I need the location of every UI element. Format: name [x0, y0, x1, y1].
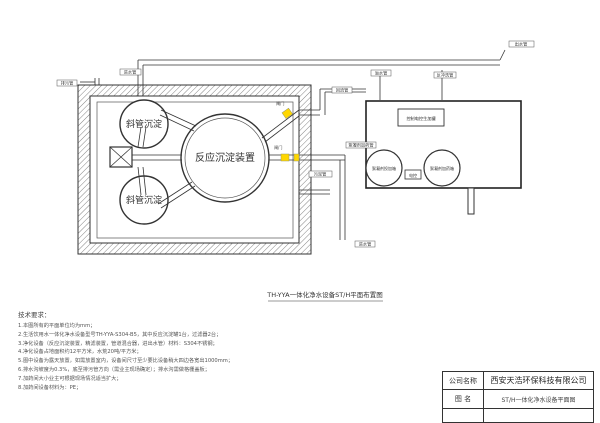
title-block-drawing-row: 图 名 ST/H一体化净水设备平面图 [443, 390, 593, 409]
label-sludge: 污泥管 [314, 171, 327, 178]
label-overflow: 溢水管 [375, 70, 388, 77]
title-block: 公司名称 西安天浩环保科技有限公司 图 名 ST/H一体化净水设备平面图 [442, 371, 594, 423]
note-line: 1.本图所有的平面单位均为mm； [18, 323, 96, 329]
label-dosing: 絮凝剂加药管 [348, 142, 373, 149]
title-block-company-row: 公司名称 西安天浩环保科技有限公司 [443, 372, 593, 390]
pipe-labels: 出水管 进水管 排污管 溢水管 反冲洗管 絮凝剂加药管 回流管 污泥管 进水管 … [56, 41, 535, 248]
drawing-title: TH-YYA一体化净水设备ST/H平面布置图 [266, 290, 383, 299]
notes-heading: 技术要求： [18, 311, 51, 319]
note-line: 2.生活饮用水一体化净水设备型号TH-YYA-S304-B5，其中反应沉淀罐1台… [18, 331, 222, 338]
label-drain: 排污管 [61, 80, 74, 87]
sedimentation-tank-top: 斜管沉淀 [119, 99, 169, 149]
label-return: 回流管 [336, 87, 349, 94]
svg-text:反应沉淀装置: 反应沉淀装置 [195, 151, 255, 164]
note-line: 6.排水沟坡度为0.3%，底至排污管方向（需业主现场确定）；排水沟需做格栅盖板； [18, 366, 210, 373]
svg-text:斜管沉淀: 斜管沉淀 [126, 194, 162, 206]
sedimentation-tank-bottom: 斜管沉淀 [119, 175, 169, 225]
label-water-in: 进水管 [359, 241, 372, 248]
label-backwash: 反冲洗管 [437, 72, 454, 79]
note-line: 3.净化设备（反应沉淀装置，精滤装置，管道混合器，进出水管）材料：S304不锈钢… [18, 340, 218, 347]
mixer-box [109, 146, 133, 168]
empty-cell [443, 409, 484, 422]
label-outlet: 出水管 [515, 41, 528, 48]
label-inlet: 进水管 [124, 69, 137, 76]
dosing-tank-left-label: 絮凝剂投加箱 [372, 165, 396, 171]
company-name: 西安天浩环保科技有限公司 [490, 376, 587, 385]
note-line: 4.净化设备占地面积约12平方米，水荒20吨/平方米； [18, 349, 142, 356]
equipment-room [365, 100, 522, 215]
basin-walls [77, 84, 312, 255]
svg-text:斜管沉淀: 斜管沉淀 [126, 118, 162, 130]
control-label: 电控 [409, 172, 417, 178]
technical-notes: 技术要求： 1.本图所有的平面单位均为mm； 2.生活饮用水一体化净水设备型号T… [18, 309, 318, 392]
note-line: 5.图中设备为露天放置，如需放置室内，设备间尺寸至少要比设备稍大四边各宽出100… [18, 358, 234, 365]
dosing-tank-right-label: 絮凝剂加药箱 [430, 165, 454, 171]
drawing-name: ST/H一体化净水设备平面图 [501, 396, 576, 404]
note-line: 8.加药间设备材料为：PE； [18, 384, 82, 391]
label-valve-2: 闸门 [274, 144, 282, 151]
label-valve-1: 闸门 [276, 100, 284, 107]
pump-label: 控制电控生加罐 [406, 115, 436, 122]
drawing-name-label: 图 名 [443, 390, 484, 408]
note-line: 7.加药间大小业主可根据现场情况适当扩大； [18, 375, 122, 382]
reaction-settling-tank: 反应沉淀装置 [180, 113, 270, 203]
title-block-empty-row [443, 409, 593, 422]
valves [280, 107, 300, 162]
company-label: 公司名称 [443, 372, 484, 389]
